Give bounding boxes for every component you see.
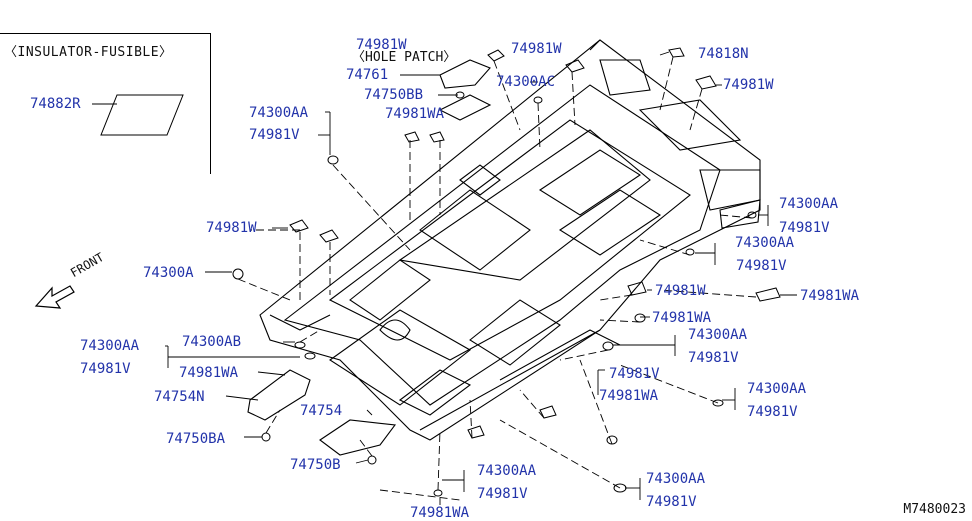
part-label-74300AA-bottom[interactable]: 74300AA — [477, 463, 537, 479]
part-label-74818N[interactable]: 74818N — [698, 46, 749, 62]
part-label-74981WA-bottom-left[interactable]: 74981WA — [179, 365, 239, 381]
part-label-74300AA-r2[interactable]: 74300AA — [735, 235, 795, 251]
part-label-74981WA-top[interactable]: 74981WA — [385, 106, 445, 122]
part-label-74981WA-bottom[interactable]: 74981WA — [410, 505, 470, 521]
part-label-74750BB[interactable]: 74750BB — [364, 87, 424, 103]
inset-title: 〈INSULATOR-FUSIBLE〉 — [4, 45, 173, 60]
part-label-74981WA-right[interactable]: 74981WA — [800, 288, 860, 304]
insulator-patch-shape — [100, 94, 184, 136]
part-label-74300AA-r1[interactable]: 74300AA — [779, 196, 839, 212]
part-label-74981WA-mid[interactable]: 74981WA — [652, 310, 712, 326]
part-label-74981W-hole[interactable]: 74981W — [356, 37, 407, 53]
part-label-74300AA-bottom-left[interactable]: 74300AA — [80, 338, 140, 354]
part-label-74981V-mid[interactable]: 74981V — [688, 350, 739, 366]
hole-patch-74761 — [439, 59, 491, 89]
hole-patch-note: 〈HOLE PATCH〉 — [352, 50, 457, 65]
part-label-74981W-mid[interactable]: 74981W — [655, 283, 706, 299]
part-label-74300AA-bottom-right[interactable]: 74300AA — [747, 381, 807, 397]
part-label-74300AA-mid[interactable]: 74300AA — [688, 327, 748, 343]
part-label-74300AB[interactable]: 74300AB — [182, 334, 242, 350]
part-label-74981V-r1[interactable]: 74981V — [779, 220, 830, 236]
part-label-74300AA-bottom-2[interactable]: 74300AA — [646, 471, 706, 487]
part-label-74300AC[interactable]: 74300AC — [496, 74, 556, 90]
front-arrow-icon — [34, 285, 75, 309]
part-label-74981V-bottom-2[interactable]: 74981V — [646, 494, 697, 510]
heat-insulator-74754 — [319, 419, 397, 456]
part-label-74981V-bottom[interactable]: 74981V — [477, 486, 528, 502]
part-label-74981W-left[interactable]: 74981W — [206, 220, 257, 236]
part-label-74754[interactable]: 74754 — [300, 403, 343, 419]
part-label-74761[interactable]: 74761 — [346, 67, 389, 83]
part-label-74981V-left[interactable]: 74981V — [249, 127, 300, 143]
part-label-74981W-top[interactable]: 74981W — [511, 41, 562, 57]
inset-frame — [0, 33, 211, 174]
floor-panel-outline — [259, 39, 761, 441]
part-label-74882R[interactable]: 74882R — [30, 96, 81, 112]
part-label-74981W-right[interactable]: 74981W — [723, 77, 774, 93]
heat-insulator-74754N — [247, 369, 311, 421]
figure-code: M7480023 — [903, 502, 966, 517]
part-label-74981V-center[interactable]: 74981V — [609, 366, 660, 382]
part-label-74300AA-left[interactable]: 74300AA — [249, 105, 309, 121]
part-label-74981WA-center[interactable]: 74981WA — [599, 388, 659, 404]
leader-lines-dashed — [237, 56, 757, 501]
part-label-74981V-bottom-right[interactable]: 74981V — [747, 404, 798, 420]
part-label-74750B[interactable]: 74750B — [290, 457, 341, 473]
part-label-74981V-r2[interactable]: 74981V — [736, 258, 787, 274]
part-label-74754N[interactable]: 74754N — [154, 389, 205, 405]
part-label-74750BA[interactable]: 74750BA — [166, 431, 226, 447]
leader-lines-solid — [165, 51, 797, 505]
part-label-74300A[interactable]: 74300A — [143, 265, 194, 281]
part-label-74981V-bottom-left[interactable]: 74981V — [80, 361, 131, 377]
